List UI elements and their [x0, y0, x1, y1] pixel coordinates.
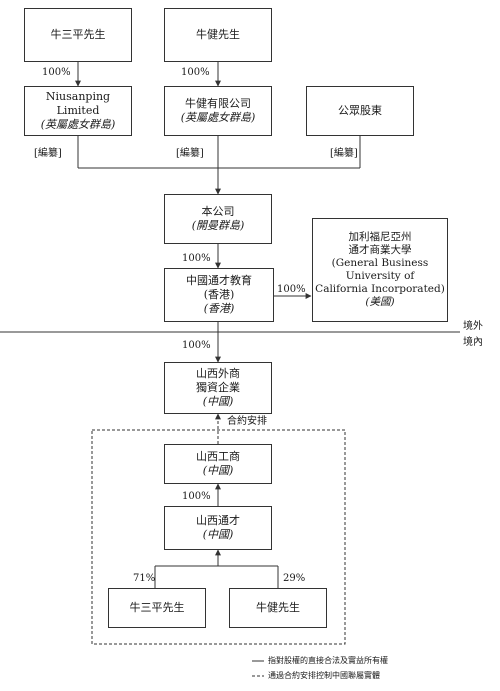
node-niujian-limited: 牛健有限公司 (英屬處女群島) — [164, 86, 272, 136]
redacted-label-1: [編纂] — [34, 148, 62, 159]
node-label: University of — [345, 270, 415, 282]
node-niusanping-bottom: 牛三平先生 — [108, 588, 206, 628]
pct-71: 71% — [133, 573, 156, 584]
node-jurisdiction: (美國) — [365, 296, 395, 308]
node-niujian-top: 牛健先生 — [164, 8, 272, 62]
node-label: Niusanping — [45, 90, 111, 103]
node-california-university: 加利福尼亞州 通才商業大學 (General Business Universi… — [312, 218, 448, 322]
redacted-label-3: [編纂] — [330, 148, 358, 159]
pct-hk-wfoe: 100% — [182, 340, 211, 351]
node-label: 山西外商 — [196, 367, 240, 380]
node-jurisdiction: (開曼群島) — [191, 219, 245, 232]
node-shanxi-gongshang: 山西工商 (中國) — [164, 444, 272, 484]
node-jurisdiction: (英屬處女群島) — [180, 111, 256, 124]
legend-dashed-text: 通過合約安排控制中國聯屬實體 — [268, 671, 380, 680]
node-label: Limited — [56, 104, 100, 117]
node-hk-education: 中國通才教育 (香港) (香港) — [164, 268, 274, 322]
node-shanxi-wfoe: 山西外商 獨資企業 (中國) — [164, 362, 272, 414]
node-label: 獨資企業 — [196, 381, 240, 394]
contract-enclosure — [91, 429, 346, 645]
node-label: 本公司 — [201, 205, 235, 218]
node-label: (General Business — [331, 257, 429, 269]
node-label: 牛健先生 — [196, 28, 240, 41]
node-label: 山西通才 — [196, 514, 240, 527]
node-jurisdiction: (英屬處女群島) — [40, 118, 116, 131]
node-label: 中國通才教育 — [186, 274, 252, 287]
node-label: 山西工商 — [196, 450, 240, 463]
node-shanxi-tongcai: 山西通才 (中國) — [164, 506, 272, 550]
node-niujian-bottom: 牛健先生 — [229, 588, 327, 628]
node-jurisdiction: (香港) — [203, 302, 235, 315]
node-jurisdiction: (中國) — [202, 395, 234, 408]
pct-29: 29% — [283, 573, 306, 584]
contract-label: 合約安排 — [226, 416, 268, 428]
node-label: 牛三平先生 — [129, 601, 185, 614]
node-jurisdiction: (中國) — [202, 528, 234, 541]
node-label: 牛健先生 — [256, 601, 300, 614]
pct-hk-cal: 100% — [277, 284, 306, 295]
node-label: (香港) — [203, 288, 235, 301]
node-jurisdiction: (中國) — [202, 464, 234, 477]
node-niusanping-limited: Niusanping Limited (英屬處女群島) — [24, 86, 132, 136]
offshore-label: 境外 — [463, 321, 483, 332]
pct-niujian-top: 100% — [181, 67, 210, 78]
pct-tongcai-gongshang: 100% — [182, 491, 211, 502]
node-company: 本公司 (開曼群島) — [164, 194, 272, 244]
pct-company-hk: 100% — [182, 253, 211, 264]
node-label: 公眾股東 — [338, 104, 382, 117]
node-label: 牛健有限公司 — [185, 97, 251, 110]
pct-niu-top: 100% — [42, 67, 71, 78]
node-niusanping-top: 牛三平先生 — [24, 8, 132, 62]
onshore-label: 境內 — [463, 337, 483, 348]
redacted-label-2: [編纂] — [176, 148, 204, 159]
node-label: 加利福尼亞州 — [348, 231, 412, 243]
node-label: 通才商業大學 — [348, 244, 412, 256]
node-label: 牛三平先生 — [50, 28, 106, 41]
legend-solid-text: 指對股權的直接合法及實益所有權 — [268, 656, 388, 665]
node-label: California Incorporated) — [315, 283, 445, 295]
node-public-shareholders: 公眾股東 — [306, 86, 414, 136]
